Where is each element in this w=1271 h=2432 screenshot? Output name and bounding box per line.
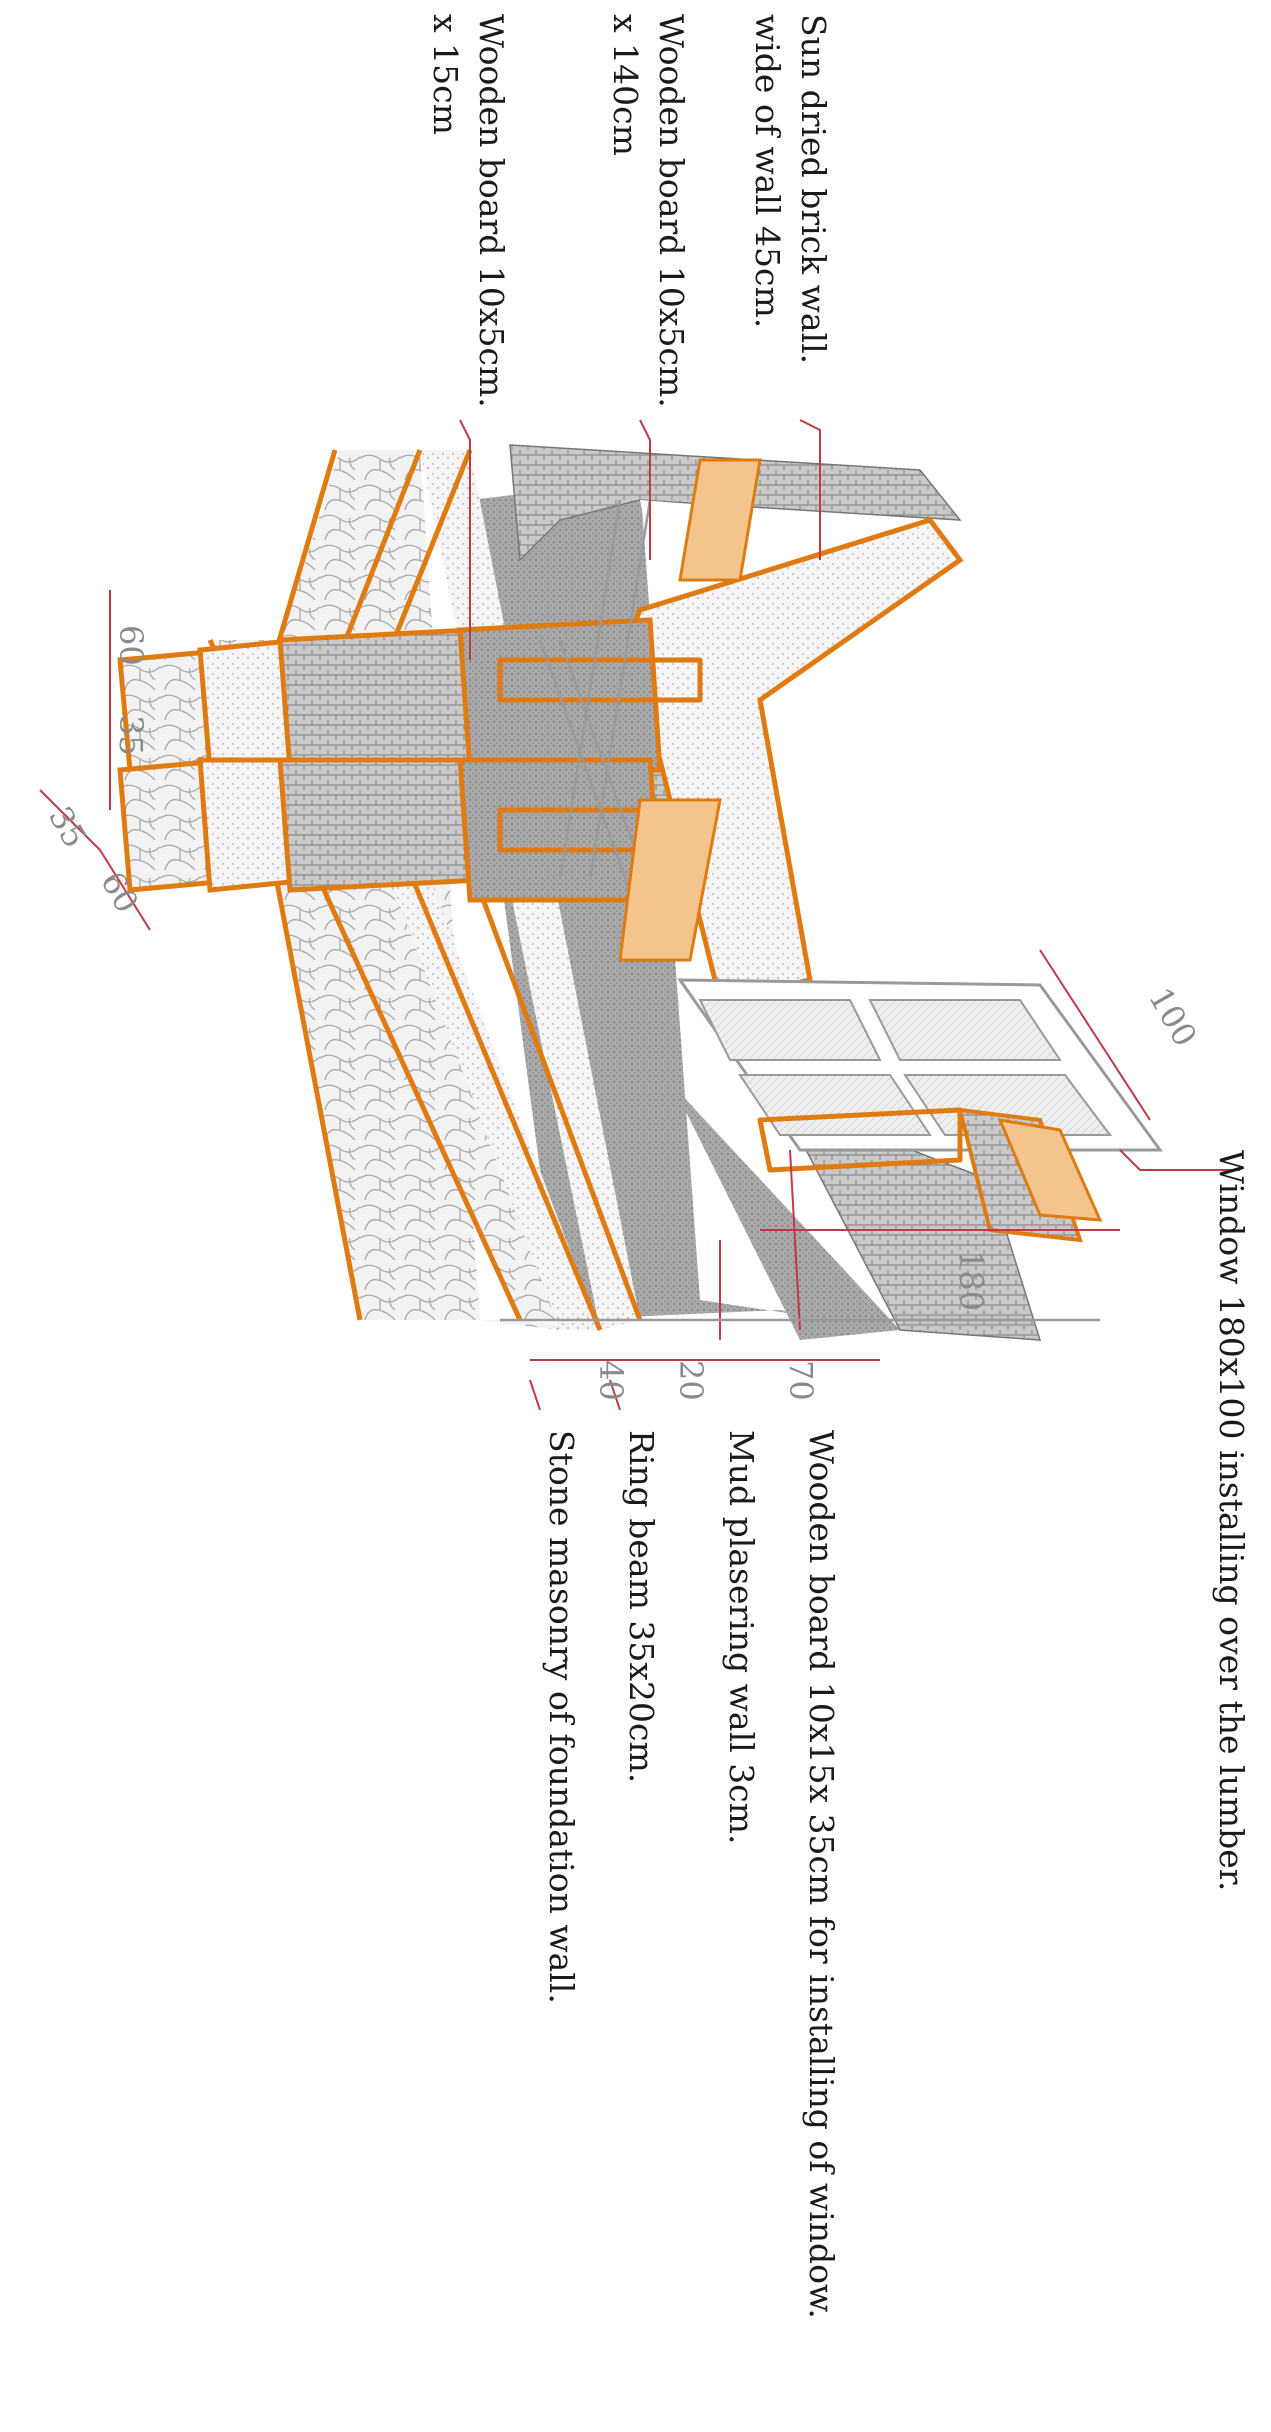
- window-pane-4: [903, 1074, 1112, 1136]
- leader-board-window: [789, 1149, 801, 1331]
- dimension-lines: [39, 590, 1151, 1361]
- label-window: Window 180x100 installing over the lumbe…: [1212, 1150, 1251, 1891]
- labels-rotated-top: Sun dried brick wall. wide of wall 45cm.…: [426, 14, 833, 408]
- dim-100: 100: [1141, 981, 1204, 1053]
- leader-ring: [609, 1379, 621, 1411]
- window-pane-2: [868, 999, 1062, 1061]
- leader-brick-wall: [799, 419, 821, 560]
- dim-40: 40: [592, 1360, 630, 1401]
- label-board-window: Wooden board 10x15x 35cm for installing …: [802, 1430, 841, 2319]
- label-stone-masonry: Stone masonry of foundation wall.: [542, 1430, 581, 2004]
- dim-180: 180: [952, 1250, 990, 1311]
- toothing-3: [997, 1118, 1103, 1222]
- dim-35b: 35: [41, 800, 94, 854]
- label-board-140-1: Wooden board 10x5cm.: [652, 14, 691, 408]
- label-board-15-1: Wooden board 10x5cm.: [472, 14, 511, 408]
- leader-board-15: [459, 419, 471, 660]
- brick-wall-right: [778, 1098, 1042, 1341]
- window-pane-1: [698, 999, 882, 1061]
- corner-posts: [117, 499, 703, 921]
- labels-rotated-bottom: Window 180x100 installing over the lumbe…: [542, 1150, 1251, 2319]
- post-block-1c: [277, 627, 483, 773]
- leader-board-140: [639, 419, 651, 560]
- leader-stone: [529, 1379, 541, 1411]
- dim-line-100: [1039, 949, 1151, 1121]
- dim-20: 20: [672, 1360, 710, 1401]
- toothing-1: [678, 458, 762, 582]
- label-brick-wall-2: wide of wall 45cm.: [748, 14, 787, 328]
- toothing-2: [618, 798, 722, 962]
- post-block-2c: [277, 757, 483, 893]
- dim-70: 70: [782, 1360, 820, 1401]
- label-brick-wall-1: Sun dried brick wall.: [794, 14, 833, 364]
- dim-35a: 35: [112, 715, 150, 756]
- label-board-140-2: x 140cm: [606, 14, 645, 156]
- window-lumber: [757, 1107, 963, 1173]
- window-assembly: [677, 978, 1163, 1243]
- label-board-15-2: x 15cm: [426, 14, 465, 135]
- label-ring-beam: Ring beam 35x20cm.: [622, 1430, 661, 1783]
- wooden-board-140: [497, 657, 703, 703]
- leader-lines: [459, 419, 1240, 1411]
- frame-line-1: [558, 499, 652, 881]
- brick-toothing: [618, 458, 1103, 1222]
- dim-60a: 60: [112, 625, 150, 666]
- dim-line-left-b: [39, 789, 151, 931]
- leader-window: [1119, 1149, 1240, 1171]
- label-mud-plaster: Mud plasering wall 3cm.: [722, 1430, 761, 1844]
